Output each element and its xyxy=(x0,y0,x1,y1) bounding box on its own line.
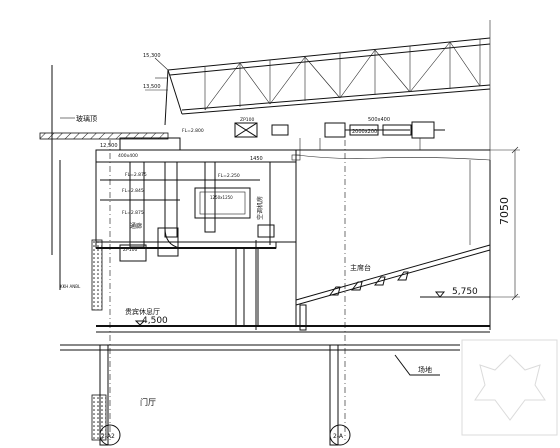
room-ac: 空调机房 xyxy=(256,196,264,220)
fl-2875b: FL=2.875 xyxy=(122,210,144,216)
glass-roof-label: 玻璃顶 xyxy=(76,114,97,123)
elev-15300: 15,300 xyxy=(143,53,161,59)
slope-leader xyxy=(394,354,440,376)
main-stage-label: 主席台 xyxy=(350,263,371,272)
stage-area: 主席台 5,750 7050 xyxy=(295,146,520,330)
w1450: 1450 xyxy=(250,156,263,162)
left-wall xyxy=(91,239,103,311)
gate-hall-label: 门厅 xyxy=(140,397,156,407)
roof-truss xyxy=(145,37,491,126)
fl-2250: FL=2.250 xyxy=(218,173,240,179)
fan-room-label: 通廊 xyxy=(130,222,142,230)
duct-400x400: 400x400 xyxy=(118,153,138,159)
slope-label: 场地 xyxy=(418,365,432,374)
fl-2845: FL=2.845 xyxy=(122,188,144,194)
floor-slabs xyxy=(60,240,490,446)
glass-roof: 玻璃顶 12,500 xyxy=(39,114,169,149)
elev-12500: 12,500 xyxy=(100,143,118,149)
dim-4500: 4,500 xyxy=(142,316,168,326)
ground-band xyxy=(91,394,107,441)
wall-note: KKH ANBL xyxy=(60,284,81,289)
dim-5750: 5,750 xyxy=(452,287,478,297)
vip-lounge-label: 贵宾休息厅 xyxy=(125,307,160,316)
fl-2800: FL=2.800 xyxy=(182,128,204,134)
svg-text:2-A: 2-A xyxy=(333,433,344,440)
duct-500x400: 500x400 xyxy=(368,117,390,123)
zp100-top: ZP100 xyxy=(240,117,255,123)
duct-2000x200: 2000x200 xyxy=(352,129,377,135)
svg-text:2-A2: 2-A2 xyxy=(101,433,115,440)
dim-7050: 7050 xyxy=(498,197,511,225)
elev-13500: 13,500 xyxy=(143,84,161,90)
duct-1250x1250: 1250x1250 xyxy=(210,195,233,200)
zp100-bottom: ZP100 xyxy=(123,247,138,253)
watermark xyxy=(461,339,558,436)
fl-2875: FL=2.875 xyxy=(125,172,147,178)
grid-bubble-2-a: 2-A xyxy=(329,424,351,446)
